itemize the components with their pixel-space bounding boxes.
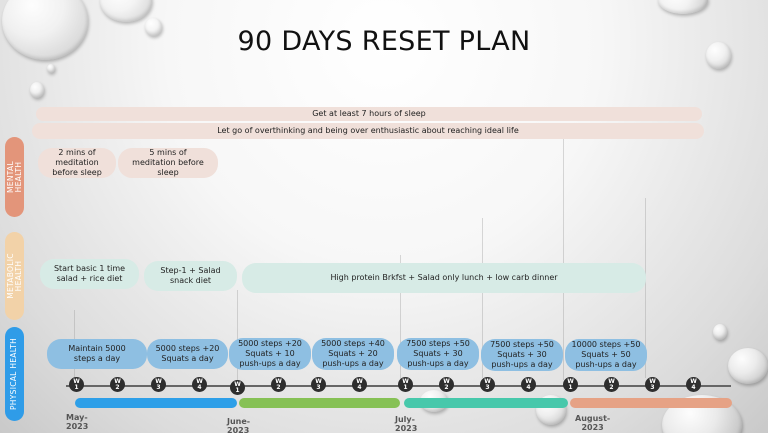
water-drop-decoration <box>728 348 768 384</box>
physical-milestone: 5000 steps +20 Squats a day <box>147 339 228 369</box>
metabolic-milestone: High protein Brkfst + Salad only lunch +… <box>242 263 646 293</box>
physical-milestone: 5000 steps +20 Squats + 10 push-ups a da… <box>229 338 311 370</box>
month-bar-june <box>239 398 400 408</box>
month-label-july: July- 2023 <box>395 415 418 433</box>
physical-milestone: 7500 steps +50 Squats + 30 push-ups a da… <box>397 338 479 370</box>
physical-milestone: Maintain 5000 steps a day <box>47 339 147 369</box>
guide-line <box>482 218 483 378</box>
category-label: PHYSICAL HEALTH <box>9 337 19 411</box>
category-label: MENTAL HEALTH <box>5 161 23 193</box>
category-label: METABOLIC HEALTH <box>5 253 23 299</box>
water-drop-decoration <box>2 0 88 60</box>
page-title: 90 DAYS RESET PLAN <box>237 26 531 57</box>
mental-milestone: 2 mins of meditation before sleep <box>38 148 116 178</box>
category-mental-health: MENTAL HEALTH <box>5 137 24 217</box>
physical-milestone: 5000 steps +40 Squats + 20 push-ups a da… <box>312 338 394 370</box>
category-physical-health: PHYSICAL HEALTH <box>5 327 24 421</box>
physical-milestone: 7500 steps +50 Squats + 30 push-ups a da… <box>481 339 563 371</box>
month-label-august: August- 2023 <box>575 414 611 432</box>
physical-milestone: 10000 steps +50 Squats + 50 push-ups a d… <box>565 339 647 371</box>
month-bar-may <box>75 398 237 408</box>
water-drop-decoration <box>145 18 162 36</box>
water-drop-decoration <box>706 42 731 69</box>
water-drop-decoration <box>47 64 55 73</box>
guide-line <box>237 290 238 380</box>
metabolic-milestone: Start basic 1 time salad + rice diet <box>40 259 139 289</box>
water-drop-decoration <box>713 324 727 340</box>
mental-milestone: 5 mins of meditation before sleep <box>118 148 218 178</box>
month-bar-august <box>570 398 732 408</box>
guide-line <box>645 198 646 378</box>
category-metabolic-health: METABOLIC HEALTH <box>5 232 24 320</box>
month-label-may: May- 2023 <box>66 413 89 431</box>
metabolic-milestone: Step-1 + Salad snack diet <box>144 261 237 291</box>
month-label-june: June- 2023 <box>227 417 251 433</box>
guide-line <box>400 255 401 380</box>
water-drop-decoration <box>30 82 44 98</box>
month-bar-july <box>404 398 568 408</box>
water-drop-decoration <box>100 0 152 22</box>
mental-ongoing-sleep: Get at least 7 hours of sleep <box>36 107 702 121</box>
water-drop-decoration <box>658 0 708 14</box>
mental-ongoing-overthinking: Let go of overthinking and being over en… <box>32 123 704 139</box>
guide-line <box>563 125 564 380</box>
